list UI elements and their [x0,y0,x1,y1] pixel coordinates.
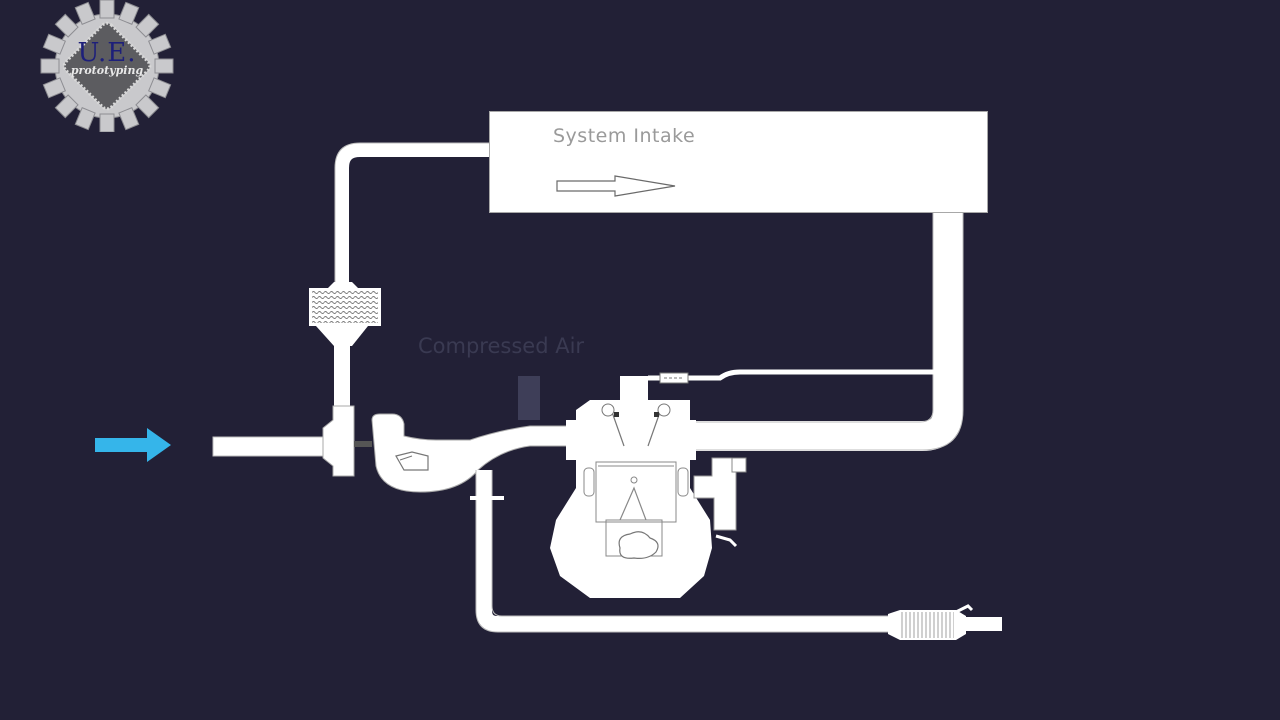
system-intake-label: System Intake [553,125,696,147]
fuel-injector-line [648,369,934,384]
oil-filter [693,457,747,548]
logo-title: U.E. [77,38,137,68]
compressed-air-label: Compressed Air [418,334,585,358]
logo-subtitle: prototyping [70,64,144,77]
charge-air-pipe-upper [334,142,489,290]
ghost-bar [518,376,540,420]
intercooler-filter [309,282,381,410]
system-intake-box: System Intake [489,111,988,213]
charge-air-pipe-right [690,213,964,451]
gear-icon [40,0,174,132]
inlet-arrow-icon [95,428,171,462]
turbocharger-turbine [371,413,601,493]
exhaust-pipe [470,470,900,633]
air-inlet-pipe [212,436,324,457]
engine-cylinder [550,376,712,598]
flow-arrow-icon [556,175,676,197]
turbocharger-compressor [322,405,372,477]
muffler [888,604,1002,640]
ue-prototyping-logo: U.E. prototyping [18,0,196,132]
